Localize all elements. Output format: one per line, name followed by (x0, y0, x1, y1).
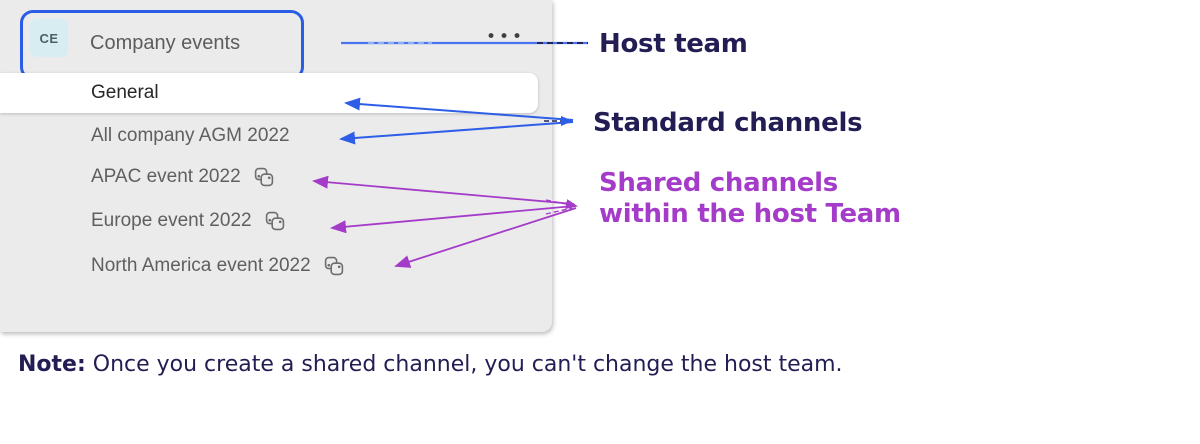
channel-row-europe[interactable]: Europe event 2022 (91, 209, 285, 233)
team-avatar[interactable]: CE (30, 19, 68, 57)
team-name[interactable]: Company events (90, 32, 241, 54)
note-prefix: Note: (18, 352, 86, 377)
team-initials: CE (39, 30, 59, 46)
note-text: Note: Once you create a shared channel, … (18, 352, 918, 377)
shared-channel-icon (254, 167, 273, 187)
channel-label: Europe event 2022 (91, 210, 252, 231)
channel-row-agm[interactable]: All company AGM 2022 (91, 124, 290, 148)
channel-row-north-america[interactable]: North America event 2022 (91, 254, 344, 278)
channel-label: APAC event 2022 (91, 166, 241, 187)
channel-label: General (91, 82, 159, 103)
annotation-host-team: Host team (599, 29, 748, 59)
note-body: Once you create a shared channel, you ca… (85, 352, 843, 377)
more-options-icon[interactable]: ••• (486, 27, 526, 47)
shared-channel-icon (324, 256, 343, 276)
channel-label: North America event 2022 (91, 255, 311, 276)
shared-channel-icon (265, 211, 284, 231)
channel-row-general[interactable]: General (0, 73, 538, 113)
annotation-standard-channels: Standard channels (593, 108, 863, 138)
annotation-shared-channels: Shared channels within the host Team (599, 168, 901, 230)
channel-row-apac[interactable]: APAC event 2022 (91, 165, 274, 189)
teams-channel-panel: CE Company events ••• General All compan… (0, 0, 552, 332)
channel-label: All company AGM 2022 (91, 125, 290, 146)
